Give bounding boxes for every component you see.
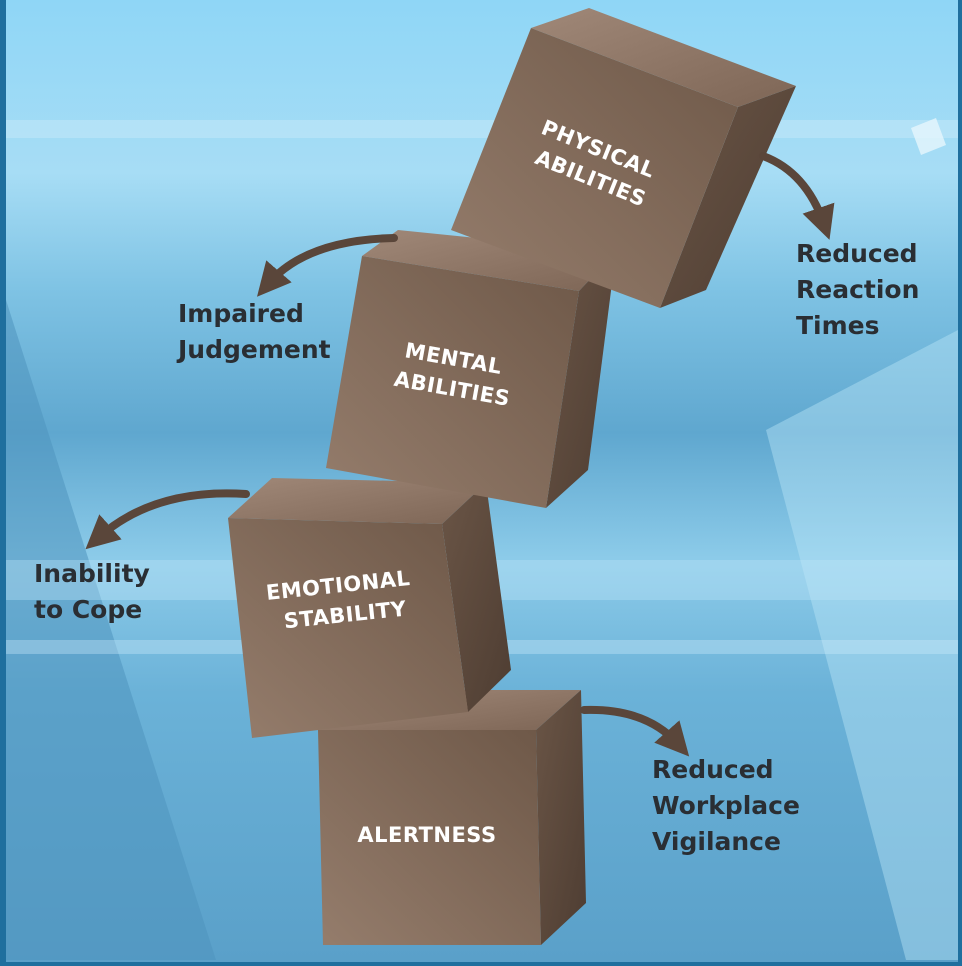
block-alertness: ALERTNESS (318, 690, 586, 945)
effect-physical-label: Reduced Reaction Times (796, 239, 928, 340)
block-alertness-front (318, 730, 541, 945)
background-shape-right (766, 330, 958, 960)
block-mental-top (362, 230, 616, 291)
block-physical-abilities: PHYSICAL ABILITIES (451, 8, 796, 308)
block-emotional-front (228, 518, 468, 738)
effect-alertness-label: Reduced Workplace Vigilance (652, 755, 809, 856)
background-sparkle (911, 118, 946, 155)
effect-emotional-label: Inability to Cope (34, 559, 159, 624)
block-emotional-stability: EMOTIONAL STABILITY (228, 478, 511, 738)
block-mental-abilities: MENTAL ABILITIES (326, 230, 616, 508)
background-streak (6, 120, 958, 138)
arrow-alertness-effect (580, 705, 690, 757)
block-physical-front (451, 28, 738, 308)
effect-mental-label: Impaired Judgement (176, 299, 331, 364)
background-shape-left (6, 300, 216, 960)
arrow-emotional-effect (85, 489, 250, 550)
block-emotional-side (442, 483, 511, 712)
block-alertness-label: ALERTNESS (357, 823, 496, 847)
arrow-mental-effect (257, 234, 398, 297)
block-alertness-side (536, 690, 586, 945)
block-physical-top (531, 8, 796, 107)
block-physical-side (660, 86, 796, 308)
fatigue-effects-diagram: ALERTNESS EMOTIONAL STABILITY MENTAL ABI… (6, 0, 958, 962)
block-mental-side (546, 252, 616, 508)
arrow-physical-effect (759, 152, 835, 240)
block-mental-front (326, 256, 579, 508)
block-emotional-top (228, 478, 486, 524)
